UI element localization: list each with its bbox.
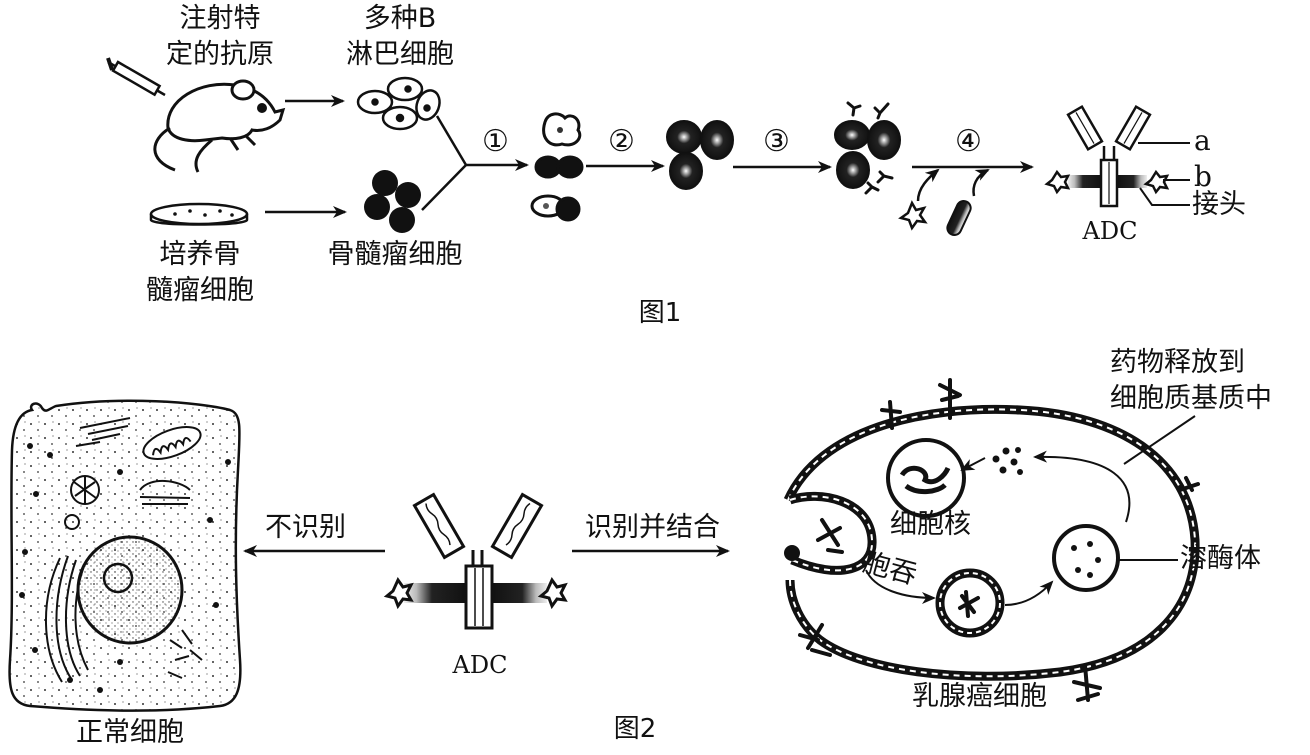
label-recognize-bind: 识别并结合: [585, 512, 720, 543]
label-inject-antigen-line1: 注射特: [179, 3, 261, 34]
step-2-marker: ②: [608, 124, 635, 159]
label-b-lymphocytes-line1: 多种B: [363, 3, 437, 34]
label-part-b: b: [1194, 160, 1212, 193]
figure-1-caption: 图1: [638, 298, 682, 328]
adc-leader-lines: [1138, 142, 1190, 206]
label-linker: 接头: [1192, 189, 1246, 220]
label-culture-myeloma-line1: 培养骨: [159, 239, 241, 270]
syringe-icon: [106, 57, 166, 97]
myeloma-cells-icon: [364, 170, 421, 233]
step-3-marker: ③: [763, 124, 790, 159]
petri-dish-icon: [149, 202, 249, 226]
adc-molecule-fig1: [1044, 104, 1170, 208]
cancer-cell-illustration: [783, 378, 1200, 702]
label-b-lymphocytes-line2: 淋巴细胞: [346, 39, 454, 70]
label-adc-fig1: ADC: [1082, 217, 1138, 245]
mouse-icon: [153, 79, 286, 173]
label-adc-fig2: ADC: [452, 651, 508, 679]
label-not-recognize: 不识别: [265, 512, 346, 543]
fused-cells-icon: [530, 112, 584, 222]
linker-tube-icon: [946, 168, 990, 236]
label-lysosome: 溶酶体: [1180, 543, 1261, 574]
adc-molecule-fig2: [383, 492, 568, 630]
normal-cell-illustration: [8, 399, 242, 712]
b-lymphocytes-icon: [356, 76, 441, 131]
label-cancer-cell: 乳腺癌细胞: [912, 681, 1047, 712]
label-drug-release-line1: 药物释放到: [1110, 347, 1245, 378]
hybridoma-cells-icon: [666, 120, 734, 190]
label-nucleus: 细胞核: [890, 509, 971, 540]
antibody-secreting-cells-icon: [834, 101, 901, 195]
merge-connector: [421, 115, 468, 211]
figure-2-caption: 图2: [613, 714, 657, 744]
step-1-marker: ①: [482, 124, 509, 159]
label-part-a: a: [1194, 124, 1211, 157]
label-drug-release-line2: 细胞质基质中: [1110, 383, 1272, 414]
label-normal-cell: 正常细胞: [76, 717, 184, 748]
label-inject-antigen-line2: 定的抗原: [166, 39, 274, 70]
label-myeloma-cells: 骨髓瘤细胞: [327, 239, 463, 270]
label-culture-myeloma-line2: 髓瘤细胞: [146, 275, 254, 306]
lysosome-icon: [1052, 524, 1120, 592]
drug-star-icon: [898, 168, 940, 231]
step-4-marker: ④: [955, 124, 982, 159]
receptor-icons: [798, 378, 1200, 702]
